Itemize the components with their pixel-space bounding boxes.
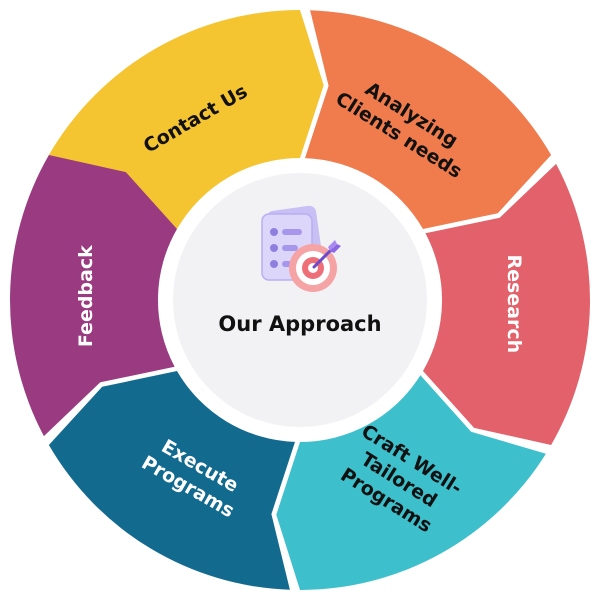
segment-shape — [423, 163, 590, 445]
cycle-segment: Research — [423, 163, 590, 445]
segment-shape — [10, 155, 177, 437]
cycle-segment: AnalyzingClients needs — [305, 10, 552, 230]
cycle-segment: ExecutePrograms — [48, 371, 296, 590]
segment-label: Research — [503, 254, 525, 353]
segment-shape — [48, 10, 324, 229]
segment-label-line: Feedback — [75, 245, 97, 347]
segment-shape — [276, 375, 546, 590]
segment-shape — [48, 371, 296, 590]
center-title: Our Approach — [218, 312, 381, 336]
segment-label-line: Research — [503, 254, 525, 353]
center-hub: Our Approach — [162, 162, 438, 438]
segment-shape — [305, 10, 552, 230]
plan-target-icon — [261, 205, 341, 292]
cycle-segment: Feedback — [10, 155, 177, 437]
cycle-segment: Contact Us — [48, 10, 324, 229]
center-disc — [173, 173, 427, 427]
cycle-segment: Craft Well-TailoredPrograms — [276, 375, 546, 590]
segment-label: Feedback — [75, 245, 97, 347]
